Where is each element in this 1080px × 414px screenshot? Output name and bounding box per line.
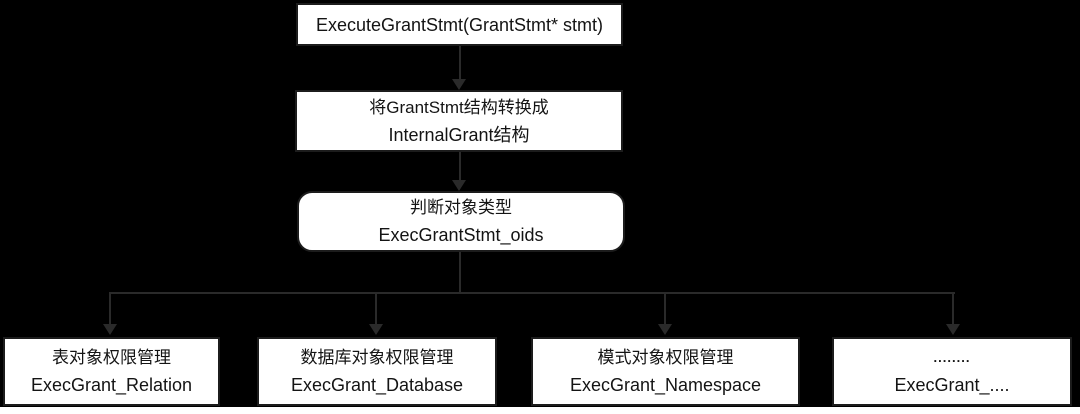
node-label: 数据库对象权限管理 xyxy=(300,348,454,367)
arrow-down-icon xyxy=(103,324,117,335)
node-label: InternalGrant结构 xyxy=(388,124,530,145)
node-label: ExecGrant_Namespace xyxy=(569,375,762,395)
node-label: 表对象权限管理 xyxy=(52,348,171,367)
node-label: ExecGrant_.... xyxy=(894,375,1010,395)
node-exec-grant-namespace: 模式对象权限管理 ExecGrant_Namespace xyxy=(531,337,800,406)
connector-line xyxy=(109,292,955,294)
arrow-down-icon xyxy=(658,324,672,335)
node-judge-object-type: 判断对象类型 ExecGrantStmt_oids xyxy=(297,191,625,252)
node-exec-grant-database: 数据库对象权限管理 ExecGrant_Database xyxy=(257,337,497,406)
arrow-down-icon xyxy=(369,324,383,335)
page-bottom-strip xyxy=(0,407,1080,414)
arrow-down-icon xyxy=(452,180,466,191)
node-label: 模式对象权限管理 xyxy=(597,348,734,367)
node-execute-grant-stmt: ExecuteGrantStmt(GrantStmt* stmt) xyxy=(296,3,623,46)
node-exec-grant-relation: 表对象权限管理 ExecGrant_Relation xyxy=(3,337,220,406)
connector-line xyxy=(952,292,954,324)
connector-line xyxy=(459,46,461,80)
node-label: 将GrantStmt结构转换成 xyxy=(369,97,549,117)
node-label: ........ xyxy=(933,350,971,365)
arrow-down-icon xyxy=(946,324,960,335)
node-label: 判断对象类型 xyxy=(410,198,512,217)
node-label: ExecGrantStmt_oids xyxy=(378,225,544,245)
node-exec-grant-other: ........ ExecGrant_.... xyxy=(832,337,1072,406)
node-label: ExecuteGrantStmt(GrantStmt* stmt) xyxy=(315,14,604,35)
node-label: ExecGrant_Relation xyxy=(30,375,193,395)
connector-line xyxy=(375,292,377,324)
connector-line xyxy=(459,252,461,293)
connector-line xyxy=(459,152,461,181)
node-convert-internal-grant: 将GrantStmt结构转换成 InternalGrant结构 xyxy=(295,90,623,152)
connector-line xyxy=(664,292,666,324)
arrow-down-icon xyxy=(452,79,466,90)
node-label: ExecGrant_Database xyxy=(290,375,464,395)
connector-line xyxy=(109,292,111,324)
